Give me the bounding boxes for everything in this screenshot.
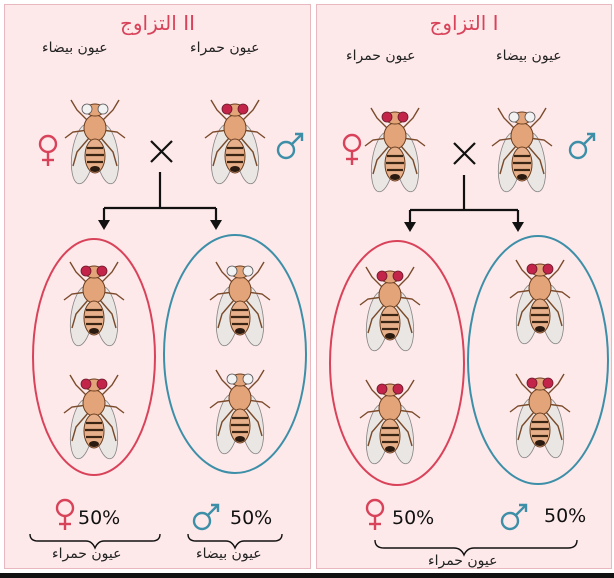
cross-2-arrow-head-right — [210, 220, 222, 230]
cross-1-male-symbol-icon — [570, 134, 594, 158]
cross-2-male-symbol-icon — [278, 134, 302, 158]
cross-1-arrow-head-left — [404, 222, 416, 232]
cross-2-male-percent: 50% — [230, 507, 272, 529]
cross-1-offspring-female-symbol-icon — [367, 500, 383, 530]
cross-2-arrow-head-left — [98, 220, 110, 230]
fly-male-white-eyes — [210, 370, 270, 455]
cross-1-male-percent: 50% — [544, 505, 586, 527]
fly-male-red-eyes — [510, 374, 570, 459]
cross-2-cross-icon — [151, 141, 172, 162]
cross-1-female-symbol-icon — [344, 135, 360, 165]
fly-female-red-eyes — [360, 267, 420, 352]
fly-male-red-eyes — [205, 100, 265, 185]
fly-male-white-eyes — [492, 108, 552, 193]
cross-1-female-percent: 50% — [392, 507, 434, 529]
cross-1-arrow-head-right — [512, 222, 524, 232]
cross-2-offspring-female-symbol-icon — [57, 500, 73, 530]
cross-2-female-symbol-icon — [40, 136, 56, 166]
cross-1-offspring-label: عيون حمراء — [428, 553, 498, 569]
fly-female-white-eyes — [65, 100, 125, 185]
fly-female-red-eyes — [64, 262, 124, 347]
cross-2-male-offspring-label: عيون بيضاء — [196, 546, 262, 562]
fly-male-red-eyes — [510, 260, 570, 345]
fly-female-red-eyes — [64, 375, 124, 460]
fly-female-red-eyes — [360, 380, 420, 465]
cross-2-female-percent: 50% — [78, 507, 120, 529]
cross-2-offspring-male-symbol-icon — [194, 505, 218, 529]
fly-male-white-eyes — [210, 262, 270, 347]
cross-1-cross-icon — [454, 143, 475, 164]
cross-1-offspring-male-symbol-icon — [502, 505, 526, 529]
fly-female-red-eyes — [365, 108, 425, 193]
cross-2-female-offspring-label: عيون حمراء — [52, 546, 122, 562]
cross-2-arrow — [104, 172, 216, 222]
bottom-border — [0, 573, 614, 578]
